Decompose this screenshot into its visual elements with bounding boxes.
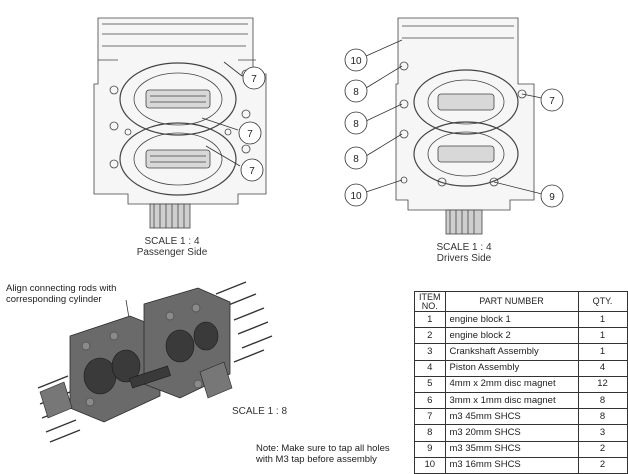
balloon-8: 8 [353,87,359,98]
bom-part-number: Piston Assembly [444,359,579,377]
view-name: Passenger Side [136,247,208,258]
balloon-10: 10 [350,56,362,67]
bom-quantity: 4 [577,359,628,377]
bom-quantity: 8 [577,408,628,426]
balloon-7: 7 [549,96,555,107]
balloon-7: 7 [249,166,255,177]
passenger-side-view: 7 7 7 [93,17,267,229]
view-scale: SCALE 1 : 4 [436,242,492,253]
drivers-view-caption: SCALE 1 : 4 Drivers Side [404,242,524,264]
bom-quantity: 1 [577,327,628,345]
bom-item-number: 1 [414,310,446,329]
bom-item-number: 10 [414,456,446,474]
passenger-view-caption: SCALE 1 : 4 Passenger Side [112,236,232,258]
bom-header-part: PART NUMBER [444,291,579,312]
bom-header-item: ITEM NO. [414,291,446,312]
bom-quantity: 2 [577,440,628,458]
drivers-side-view: 10 8 8 8 10 7 9 [344,17,564,235]
bom-part-number: m3 45mm SHCS [444,408,579,426]
bom-item-number: 9 [414,440,446,458]
bom-quantity: 2 [577,456,628,474]
bom-item-number: 7 [414,408,446,426]
bom-item-number: 3 [414,343,446,361]
view-scale: SCALE 1 : 4 [144,236,200,247]
bom-part-number: 4mm x 2mm disc magnet [444,375,579,393]
bom-item-number: 8 [414,424,446,442]
exploded-isometric-view [37,281,273,443]
balloon-9: 9 [549,192,555,203]
bom-item-number: 6 [414,391,446,410]
iso-view-scale: SCALE 1 : 8 [232,406,288,417]
bom-part-number: m3 16mm SHCS [444,456,579,474]
balloon-7: 7 [247,129,253,140]
bom-quantity: 3 [577,424,628,442]
bom-quantity: 8 [577,391,628,410]
balloon-10: 10 [350,191,362,202]
bom-item-number: 5 [414,375,446,393]
balloon-8: 8 [353,119,359,130]
bom-item-number: 2 [414,327,446,345]
bom-part-number: m3 20mm SHCS [444,424,579,442]
bom-part-number: engine block 2 [444,327,579,345]
bom-item-number: 4 [414,359,446,377]
bom-part-number: 3mm x 1mm disc magnet [444,391,579,410]
bom-part-number: m3 35mm SHCS [444,440,579,458]
bom-quantity: 1 [577,310,628,329]
tap-holes-note: Note: Make sure to tap all holes with M3… [256,443,390,465]
bom-part-number: Crankshaft Assembly [444,343,579,361]
bom-header-qty: QTY. [577,291,628,312]
view-name: Drivers Side [436,253,492,264]
bom-quantity: 12 [577,375,628,393]
balloon-7: 7 [251,74,257,85]
align-rods-note: Align connecting rods with corresponding… [6,283,117,305]
balloon-8: 8 [353,154,359,165]
bom-part-number: engine block 1 [444,310,579,329]
bom-header-row: ITEM NO. PART NUMBER QTY. [414,291,628,312]
bom-quantity: 1 [577,343,628,361]
